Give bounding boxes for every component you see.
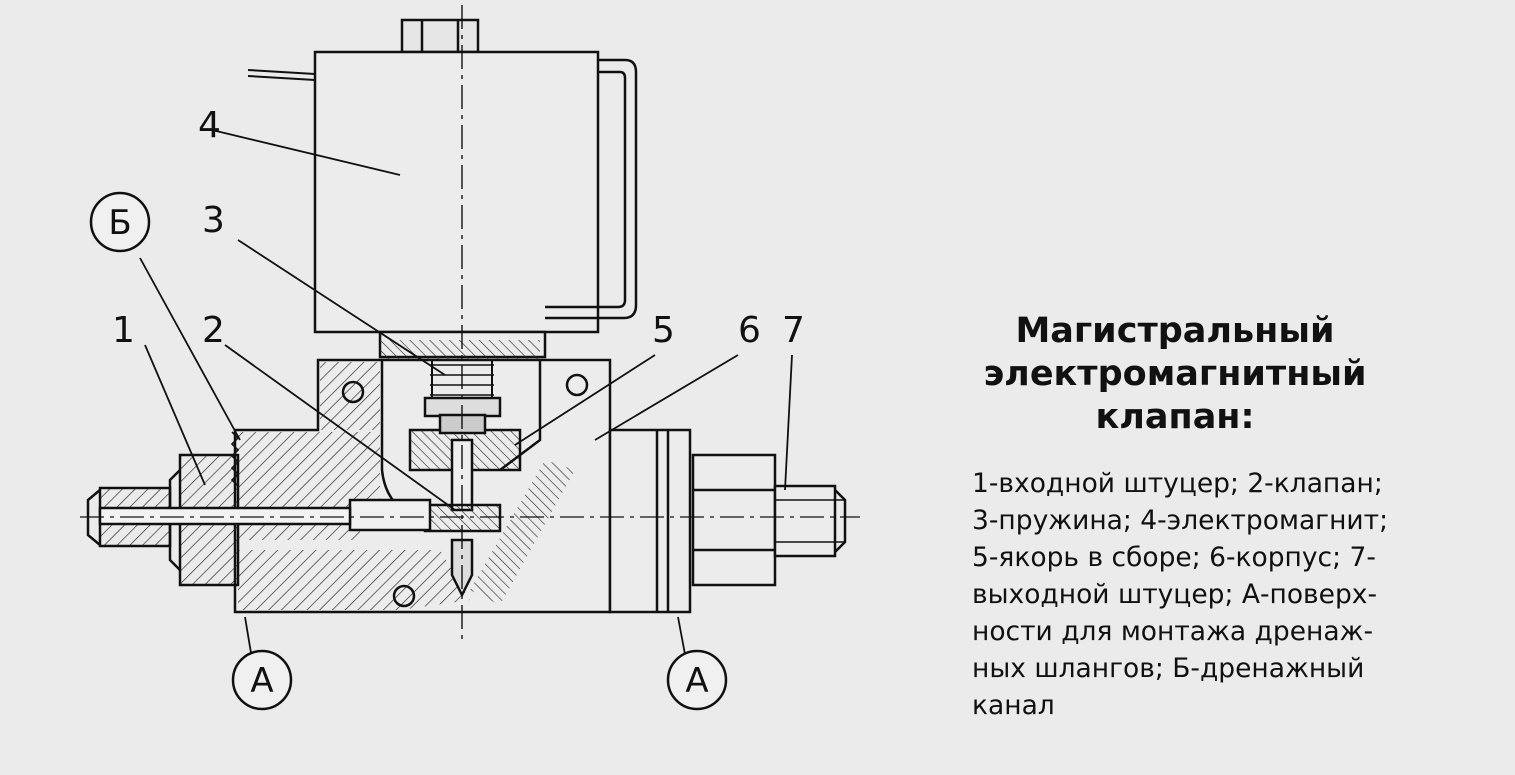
caption-line: 1-входной штуцер; 2-клапан; xyxy=(972,468,1383,499)
callout-circle-a-left xyxy=(231,649,293,711)
caption-line: ных шлангов; Б-дренажный xyxy=(972,653,1365,684)
title-line: клапан: xyxy=(1095,397,1255,437)
bolt-hole xyxy=(565,373,589,397)
bolt-hole xyxy=(341,380,365,404)
coil-wire xyxy=(247,69,316,81)
label-5: 5 xyxy=(652,310,675,351)
inlet-passage xyxy=(348,498,432,532)
label-6: 6 xyxy=(738,310,761,351)
outlet-fitting xyxy=(691,453,847,587)
leader-lines xyxy=(139,129,793,666)
label-7: 7 xyxy=(782,310,805,351)
outlet-channel-cut xyxy=(470,460,575,605)
solenoid-valve-drawing: 4 3 1 2 5 6 7 Б А А xyxy=(80,5,860,711)
label-b: Б xyxy=(108,203,131,243)
caption-line: канал xyxy=(972,690,1055,721)
callout-circle-a-right xyxy=(666,649,728,711)
title-line: электромагнитный xyxy=(983,354,1367,394)
label-a-right: А xyxy=(685,661,708,701)
coil-bracket xyxy=(545,58,638,320)
label-3: 3 xyxy=(202,200,225,241)
electromagnet-coil xyxy=(313,50,600,334)
outlet-flange xyxy=(608,428,692,614)
bolt-hole xyxy=(392,584,416,608)
caption-line: ности для монтажа дренаж- xyxy=(972,616,1374,647)
callout-circle-b xyxy=(89,191,151,253)
top-nut xyxy=(400,18,480,54)
label-1: 1 xyxy=(112,310,135,351)
title-line: Магистральный xyxy=(1015,311,1335,351)
caption-line: 5-якорь в сборе; 6-корпус; 7- xyxy=(972,542,1376,573)
diagram-title: Магистральный электромагнитный клапан: xyxy=(975,310,1375,439)
caption-line: выходной штуцер; А-поверх- xyxy=(972,579,1378,610)
legend-caption: 1-входной штуцер; 2-клапан; 3-пружина; 4… xyxy=(972,465,1512,724)
label-2: 2 xyxy=(202,310,225,351)
label-a-left: А xyxy=(250,661,273,701)
label-4: 4 xyxy=(198,105,221,146)
caption-line: 3-пружина; 4-электромагнит; xyxy=(972,505,1389,536)
